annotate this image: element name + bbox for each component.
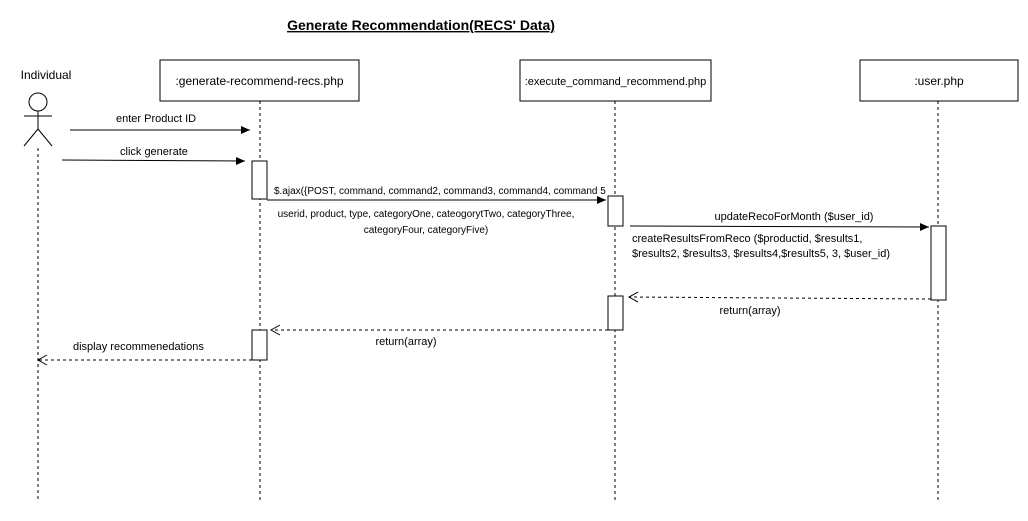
message-label-create-results-line2: $results2, $results3, $results4,$results… [632, 248, 890, 260]
participant-generate-recommend-recs: :generate-recommend-recs.php [159, 59, 360, 102]
actor-label: Individual [21, 68, 72, 82]
message-arrow-click-generate [61, 156, 246, 165]
actor-individual: Individual [21, 68, 72, 147]
message-label-update-reco: updateRecoForMonth ($user_id) [715, 211, 874, 223]
return-label-execute-to-generate: return(array) [375, 336, 436, 348]
message-label-ajax-line3: categoryFour, categoryFive) [364, 225, 489, 236]
stick-figure-icon [23, 92, 53, 147]
participant-user: :user.php [859, 59, 1019, 102]
message-label-ajax-line1: $.ajax({POST, command, command2, command… [274, 186, 606, 197]
activation-bar [607, 195, 624, 227]
activation-bar [251, 329, 268, 361]
return-label-display-recommendations: display recommenedations [73, 341, 204, 353]
return-arrow-user-to-execute [627, 291, 932, 303]
message-label-ajax-line2: userid, product, type, categoryOne, cate… [278, 209, 575, 220]
activation-bar [251, 160, 268, 200]
participant-label: :generate-recommend-recs.php [175, 74, 343, 88]
participant-execute-command-recommend: :execute_command_recommend.php [519, 59, 712, 102]
participant-label: :execute_command_recommend.php [525, 76, 707, 88]
message-label-enter-product-id: enter Product ID [116, 113, 196, 125]
message-label-click-generate: click generate [120, 146, 188, 158]
message-arrow-update-reco [629, 222, 930, 231]
participant-label: :user.php [914, 74, 964, 88]
message-label-create-results-line1: createResultsFromReco ($productid, $resu… [632, 233, 862, 245]
activation-bar [607, 295, 624, 331]
activation-bar [930, 225, 947, 301]
return-label-user-to-execute: return(array) [719, 305, 780, 317]
diagram-title: Generate Recommendation(RECS' Data) [287, 17, 555, 33]
